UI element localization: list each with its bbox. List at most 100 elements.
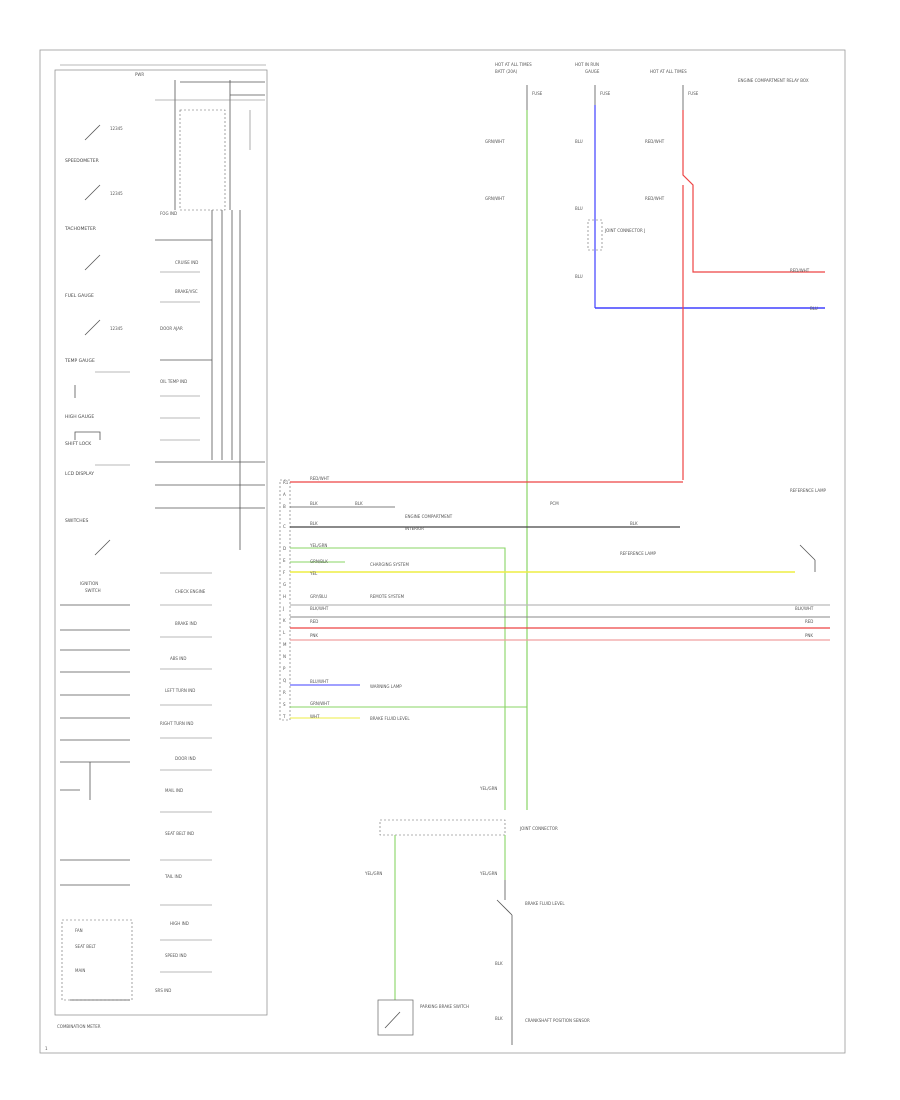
bottom-section: JOINT CONNECTOR YEL/GRN YEL/GRN YEL/GRN … (364, 786, 590, 1045)
fuse-column-3: HOT AT ALL TIMES FUSE RED/WHT RED/WHT RE… (645, 69, 825, 480)
fuse-wire: GRN/WHT (485, 139, 505, 144)
svg-text:BRAKE FLUID LEVEL: BRAKE FLUID LEVEL (370, 716, 410, 721)
indicator-label: OIL TEMP IND (160, 379, 187, 384)
gauge-label: TEMP GAUGE (64, 358, 95, 364)
fuse-wire: RED/WHT (645, 139, 665, 144)
svg-text:REFERENCE LAMP: REFERENCE LAMP (790, 488, 827, 493)
seatbelt-box: FAN SEAT BELT MAIN (61, 919, 133, 1001)
svg-text:YEL/GRN: YEL/GRN (479, 871, 497, 876)
svg-text:GRN/WHT: GRN/WHT (310, 701, 330, 706)
fuse-wire: BLU (810, 306, 818, 311)
seatbelt-label1: FAN (75, 928, 83, 933)
svg-text:ENGINE COMPARTMENT: ENGINE COMPARTMENT (405, 514, 453, 519)
svg-text:12345: 12345 (110, 191, 123, 196)
svg-text:GRN/BLK: GRN/BLK (310, 559, 328, 564)
svg-text:S: S (283, 702, 286, 707)
gauge-label: SPEEDOMETER (65, 158, 99, 164)
svg-text:G: G (283, 582, 286, 587)
svg-text:RED/WHT: RED/WHT (310, 476, 330, 481)
connector-block: R1 A B C D E F G H J K L M N P Q R S T R… (279, 476, 830, 810)
indicator-label: MAIL IND (165, 788, 183, 793)
fuse-sub: BATT (20A) (495, 69, 518, 74)
svg-text:R: R (283, 690, 286, 695)
svg-text:C: C (283, 524, 286, 529)
gauge-high: HIGH GAUGE (65, 385, 94, 420)
joint-top: JOINT CONNECTOR J (604, 228, 645, 233)
svg-text:WARNING LAMP: WARNING LAMP (370, 684, 402, 689)
svg-text:REMOTE SYSTEM: REMOTE SYSTEM (370, 594, 405, 599)
svg-text:J: J (282, 606, 284, 611)
svg-text:BLK/WHT: BLK/WHT (310, 606, 329, 611)
gauge-tachometer: 12345 TACHOMETER (64, 184, 123, 232)
svg-text:RED: RED (805, 619, 813, 624)
svg-text:R1: R1 (283, 480, 289, 485)
indicator-label: SRS IND (155, 988, 171, 993)
cluster-top-label: PWR (135, 72, 144, 77)
fuse-wire: BLU (575, 139, 583, 144)
indicator-list: FOG IND CRUISE IND BRAKE/VSC DOOR AJAR O… (155, 211, 206, 993)
fuse-title: HOT AT ALL TIMES (650, 69, 687, 74)
svg-text:WHT: WHT (310, 714, 320, 719)
indicator-label: HIGH IND (170, 921, 189, 926)
svg-text:E: E (283, 558, 286, 563)
svg-text:H: H (283, 594, 286, 599)
seatbelt-label2: MAIN (75, 968, 85, 973)
indicator-label: BRAKE IND (175, 621, 197, 626)
svg-text:PNK: PNK (310, 633, 318, 638)
gauge-label: SHIFT LOCK (65, 441, 92, 447)
svg-text:PARKING BRAKE SWITCH: PARKING BRAKE SWITCH (420, 1004, 469, 1009)
svg-text:GRY/BLU: GRY/BLU (310, 594, 327, 599)
gauge-lcd: SWITCHES IGNITION SWITCH (65, 518, 111, 593)
fuse-column-2: HOT IN RUN GAUGE FUSE BLU BLU BLU BLU JO… (575, 62, 825, 311)
fuse-sub: GAUGE (585, 69, 600, 74)
gauge-label: TACHOMETER (64, 226, 96, 232)
seatbelt-title: SEAT BELT (75, 944, 96, 949)
svg-text:RED: RED (310, 619, 318, 624)
indicator-label: FOG IND (160, 211, 177, 216)
svg-text:BLK: BLK (495, 961, 503, 966)
indicator-label: DOOR IND (175, 756, 196, 761)
svg-text:BLK/WHT: BLK/WHT (795, 606, 814, 611)
svg-text:BLK: BLK (630, 521, 638, 526)
gauge-shift-lock: SHIFT LOCK LCD DISPLAY (65, 431, 130, 477)
svg-text:INTERIOR: INTERIOR (405, 526, 424, 531)
indicator-label: CHECK ENGINE (175, 589, 206, 594)
svg-text:L: L (283, 630, 286, 635)
svg-text:Q: Q (283, 678, 286, 683)
indicator-label: CRUISE IND (175, 260, 198, 265)
cluster-pin-rows (60, 239, 265, 1001)
indicator-label: ABS IND (170, 656, 186, 661)
indicator-label: LEFT TURN IND (165, 688, 195, 693)
gauge-label: FUEL GAUGE (65, 293, 94, 299)
gauge-label: SWITCHES (65, 518, 88, 524)
cluster-caption: COMBINATION METER (57, 1024, 101, 1029)
fuse-wire: BLU (575, 274, 583, 279)
gauge-label: LCD DISPLAY (65, 471, 94, 477)
fuse-wire: RED/WHT (790, 268, 810, 273)
svg-text:T: T (282, 714, 286, 719)
indicator-label: DOOR AJAR (160, 326, 183, 331)
indicator-label: TAIL IND (164, 874, 182, 879)
svg-text:YEL: YEL (309, 571, 318, 576)
svg-text:N: N (283, 654, 286, 659)
combination-meter: PWR COMBINATION METER 12345 SPEEDOMETER … (54, 64, 268, 1029)
svg-text:SWITCH: SWITCH (85, 588, 101, 593)
svg-text:P: P (283, 666, 286, 671)
gauge-temp: 12345 TEMP GAUGE (64, 319, 130, 373)
gauge-label: HIGH GAUGE (65, 414, 94, 420)
page-frame (39, 49, 846, 1054)
pin-labels: R1 A B C D E F G H J K L M N P Q R S T (282, 480, 289, 719)
svg-text:PCM: PCM (550, 501, 559, 506)
svg-text:YEL/GRN: YEL/GRN (364, 871, 382, 876)
svg-text:PNK: PNK (805, 633, 813, 638)
fuse-label: FUSE (600, 91, 611, 96)
fuse-wire: RED/WHT (645, 196, 665, 201)
fuse-label: FUSE (532, 91, 543, 96)
svg-text:IGNITION: IGNITION (80, 581, 98, 586)
fuse-wire: BLU (575, 206, 583, 211)
svg-text:BLK: BLK (355, 501, 363, 506)
fuse-title: HOT AT ALL TIMES (495, 62, 532, 67)
svg-text:BLU/WHT: BLU/WHT (310, 679, 329, 684)
svg-text:BLK: BLK (310, 521, 318, 526)
